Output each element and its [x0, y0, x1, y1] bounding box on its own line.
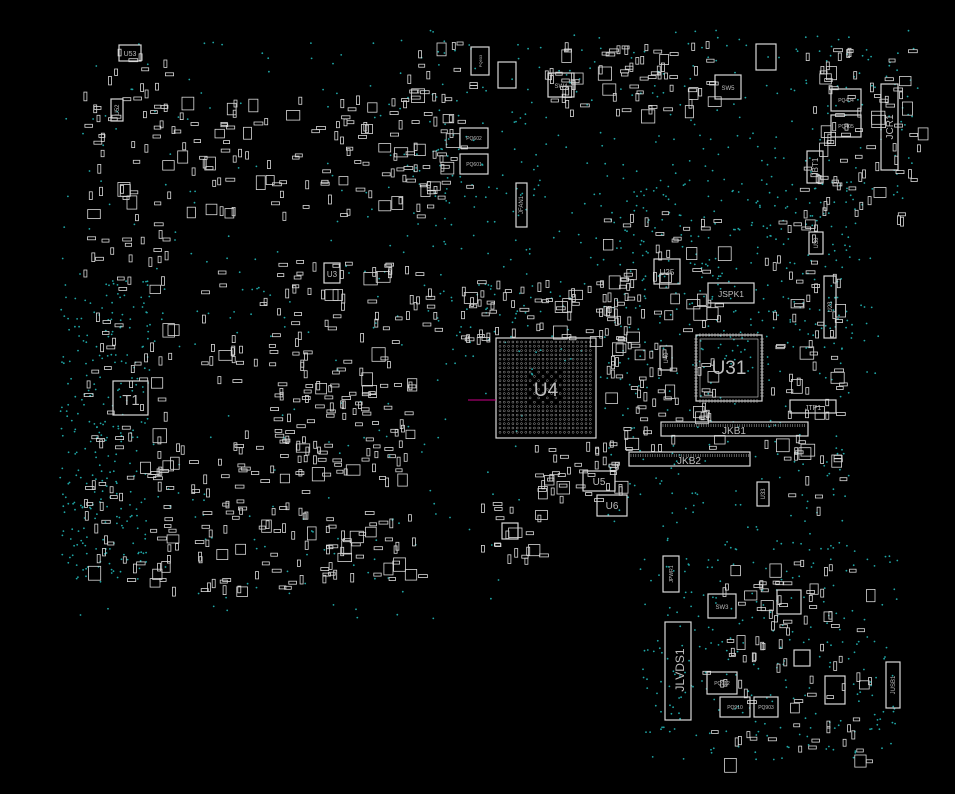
major-components [110, 43, 901, 721]
jcr1-connector [880, 83, 899, 171]
u52-package [110, 98, 124, 122]
pq603-package [470, 46, 490, 76]
label-u4: U4 [534, 380, 559, 401]
sw3-switch [707, 593, 737, 619]
pq-misc-package-4 [776, 589, 802, 615]
label-pq405: PQ405 [838, 124, 854, 130]
t1-transformer [112, 380, 149, 416]
label-u3: U3 [327, 270, 338, 279]
label-u38: U38 [814, 237, 820, 249]
u25-package [653, 258, 681, 285]
u3-package [323, 262, 341, 284]
u38-package [808, 231, 824, 255]
u31-package [695, 334, 763, 402]
pq912-package [706, 671, 738, 695]
sw5-switch [714, 74, 742, 100]
jusb1-connector [885, 661, 901, 709]
pq-misc-package [824, 675, 846, 705]
label-u5: U5 [593, 477, 606, 488]
label-jpwr1: JPWR1 [669, 565, 675, 582]
label-u33: U33 [761, 488, 767, 500]
jkb2-connector [628, 451, 751, 467]
label-jfan1: JFAN1 [519, 195, 525, 214]
label-u6: U6 [606, 501, 619, 512]
label-jtp1: JTP1 [805, 405, 821, 412]
label-jkb1: JKB1 [722, 426, 746, 437]
label-jspk1: JSPK1 [718, 289, 744, 299]
jspk1-connector [707, 282, 755, 304]
component-pads [83, 41, 929, 773]
pq910-package [719, 696, 751, 718]
sw4-switch [547, 72, 575, 98]
jpwr1-connector [662, 555, 680, 593]
pq903-package [753, 696, 779, 718]
pq404-package [830, 88, 862, 112]
jtp1-connector [789, 399, 837, 414]
label-sw3: SW3 [715, 605, 729, 611]
label-sw5: SW5 [721, 86, 735, 92]
label-u52: U52 [115, 104, 121, 116]
label-u25: U25 [660, 268, 675, 277]
pq-misc-package-3 [497, 61, 517, 89]
pq601-package [459, 153, 489, 175]
label-sw4: SW4 [554, 84, 568, 90]
label-u31: U31 [712, 358, 747, 379]
label-pq602: PQ602 [466, 136, 482, 142]
via-field [59, 29, 919, 761]
label-jkb2: JKB2 [677, 456, 701, 467]
label-pq603: PQ603 [478, 54, 483, 67]
label-pq601: PQ601 [466, 162, 482, 168]
label-u40: U40 [664, 352, 670, 364]
label-pq912: PQ912 [714, 681, 730, 687]
label-pq404: PQ404 [838, 98, 854, 104]
designator-labels: U4 U31 T1 JKB1 JKB2 JSPK1 JTP1 U3 U5 U6 … [115, 51, 897, 711]
jbt1-connector [806, 150, 824, 184]
label-jbt1: JBT1 [811, 157, 820, 176]
u6-package [596, 494, 628, 517]
label-pq903: PQ903 [758, 705, 774, 711]
jfan1-connector [515, 182, 528, 228]
u23-package [823, 275, 837, 339]
qfn-package-2 [793, 649, 811, 667]
jkb1-connector [660, 421, 809, 437]
qfn-package [501, 522, 519, 540]
label-jlvds1: JLVDS1 [673, 648, 687, 691]
label-u23: U23 [828, 301, 834, 313]
u53-package [118, 44, 142, 62]
label-pq910: PQ910 [727, 705, 743, 711]
label-t1: T1 [122, 392, 140, 409]
u40-package [659, 345, 673, 371]
label-jusb1: JUSB1 [891, 675, 897, 694]
pq405-package [830, 114, 862, 138]
u33-package [756, 481, 770, 507]
pq-misc-package-2 [755, 43, 777, 71]
label-jcr1: JCR1 [885, 114, 896, 139]
u5-package [582, 470, 616, 492]
u4-bga-package [468, 337, 597, 439]
pq602-package [459, 127, 489, 149]
label-u53: U53 [124, 51, 137, 58]
jlvds1-connector [664, 621, 692, 721]
